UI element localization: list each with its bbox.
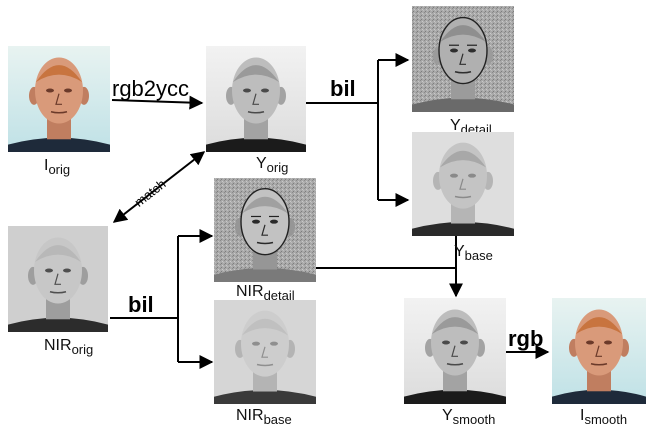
image-y-orig: Yorig: [206, 46, 306, 175]
caption-subscript: orig: [72, 342, 94, 357]
caption-subscript: orig: [267, 160, 289, 175]
face-picture: [412, 6, 514, 112]
caption-main: Y: [442, 407, 453, 424]
caption-main: Y: [450, 117, 461, 134]
caption-subscript: smooth: [584, 412, 627, 427]
caption-main: NIR: [236, 407, 264, 424]
op-rgb2ycc: rgb2ycc: [112, 76, 189, 101]
caption-main: NIR: [236, 283, 264, 300]
image-nir-base: NIRbase: [214, 300, 316, 427]
face-picture: [214, 300, 316, 404]
caption-y-smooth: Ysmooth: [442, 407, 495, 427]
image-i-smooth: Ismooth: [552, 298, 646, 427]
caption-subscript: smooth: [453, 412, 496, 427]
op-bil-top: bil: [330, 76, 356, 101]
connectors: [110, 53, 550, 369]
caption-y-base: Ybase: [454, 243, 493, 263]
caption-main: NIR: [44, 337, 72, 354]
caption-i-orig: Iorig: [44, 157, 70, 177]
arrow-rgb2ycc: [111, 95, 204, 110]
caption-subscript: orig: [48, 162, 70, 177]
caption-i-smooth: Ismooth: [580, 407, 627, 427]
caption-main: Y: [256, 155, 267, 172]
op-match: match: [131, 176, 168, 210]
image-i-orig: Iorig: [8, 46, 110, 177]
op-bil-bottom: bil: [128, 292, 154, 317]
face-picture: [412, 132, 514, 236]
face-picture: [8, 226, 108, 332]
image-y-detail: Ydetail: [412, 6, 514, 137]
caption-main: I: [580, 407, 584, 424]
face-picture: [552, 298, 646, 404]
caption-subscript: base: [264, 412, 292, 427]
caption-nir-orig: NIRorig: [44, 337, 93, 357]
face-picture: [8, 46, 110, 152]
image-y-smooth: Ysmooth: [404, 298, 506, 427]
caption-y-orig: Yorig: [256, 155, 288, 175]
image-nir-detail: NIRdetail: [214, 178, 316, 303]
caption-main: I: [44, 157, 48, 174]
caption-main: Y: [454, 243, 465, 260]
caption-nir-base: NIRbase: [236, 407, 292, 427]
image-y-base: Ybase: [412, 132, 514, 263]
op-rgb: rgb: [508, 326, 543, 351]
caption-subscript: detail: [264, 288, 295, 303]
face-picture: [404, 298, 506, 404]
caption-nir-detail: NIRdetail: [236, 283, 295, 303]
face-picture: [206, 46, 306, 152]
image-nir-orig: NIRorig: [8, 226, 108, 357]
arrow-match: [112, 151, 206, 223]
face-picture: [214, 178, 316, 282]
caption-subscript: base: [465, 248, 493, 263]
